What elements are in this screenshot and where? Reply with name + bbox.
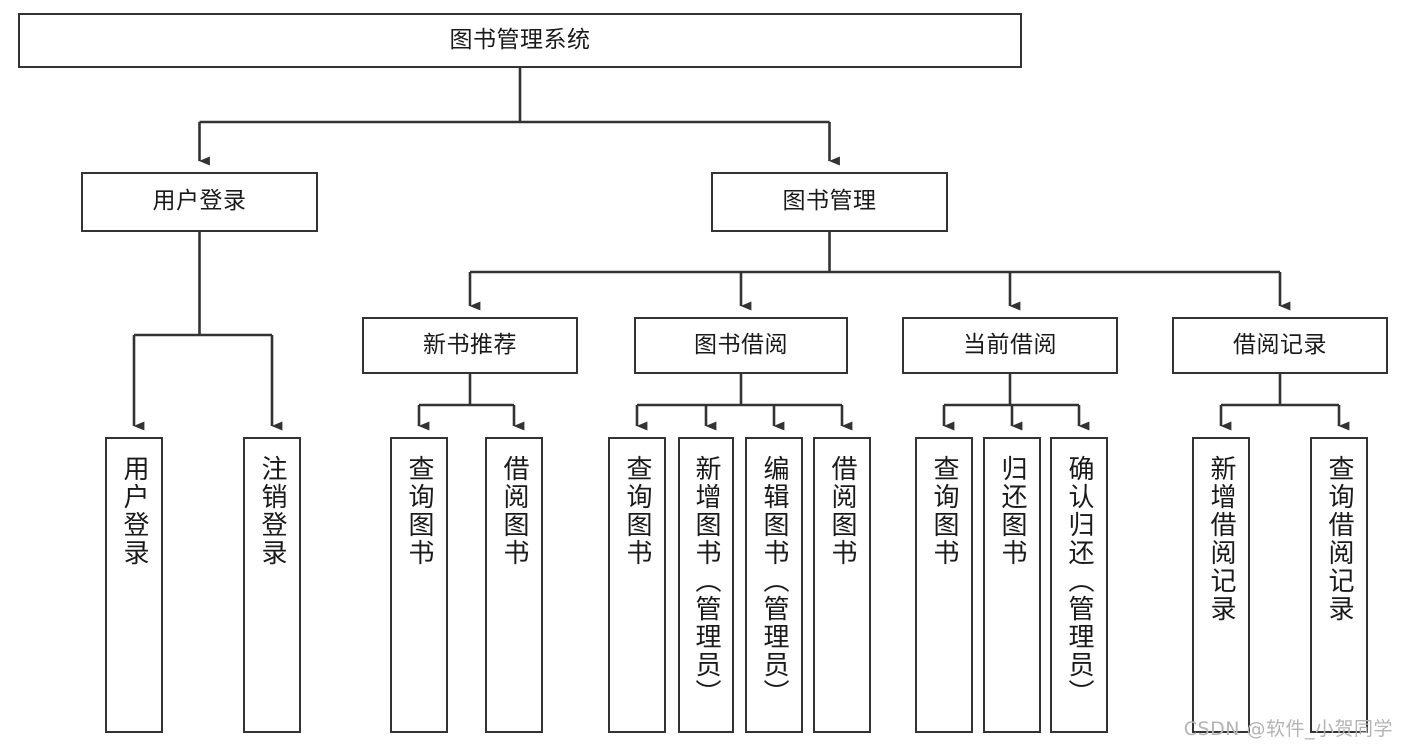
node-label-l-addrec: 新增借阅记录	[1206, 455, 1236, 623]
node-l-qrec[interactable]: 查询借阅记录	[1310, 437, 1368, 733]
node-label-l-logout: 注销登录	[257, 455, 287, 567]
node-l-edit[interactable]: 编辑图书（管理员）	[745, 437, 803, 733]
node-label-l-add: 新增图书（管理员）	[691, 455, 721, 707]
node-l-q1[interactable]: 查询图书	[390, 437, 448, 733]
node-l-b2[interactable]: 借阅图书	[813, 437, 871, 733]
node-label-borrow: 图书借阅	[694, 331, 788, 358]
node-label-l-q2: 查询图书	[622, 455, 652, 567]
node-records[interactable]: 借阅记录	[1172, 317, 1388, 374]
edge-group	[132, 68, 1350, 431]
node-label-newbook: 新书推荐	[423, 331, 517, 358]
node-label-l-return: 归还图书	[997, 455, 1027, 567]
node-l-userlogin[interactable]: 用户登录	[105, 437, 163, 733]
node-bookmgmt[interactable]: 图书管理	[711, 172, 948, 232]
node-l-b1[interactable]: 借阅图书	[485, 437, 543, 733]
node-l-logout[interactable]: 注销登录	[243, 437, 301, 733]
node-l-confirm[interactable]: 确认归还（管理员）	[1050, 437, 1108, 733]
node-current[interactable]: 当前借阅	[902, 317, 1118, 374]
node-label-l-edit: 编辑图书（管理员）	[759, 455, 789, 707]
node-root[interactable]: 图书管理系统	[18, 13, 1022, 68]
node-label-l-q3: 查询图书	[929, 455, 959, 567]
node-borrow[interactable]: 图书借阅	[634, 317, 848, 374]
node-l-q2[interactable]: 查询图书	[608, 437, 666, 733]
node-label-l-b2: 借阅图书	[827, 455, 857, 567]
node-login[interactable]: 用户登录	[81, 172, 318, 232]
node-label-l-q1: 查询图书	[404, 455, 434, 567]
node-label-l-qrec: 查询借阅记录	[1324, 455, 1354, 623]
node-label-login: 用户登录	[152, 188, 247, 215]
node-label-records: 借阅记录	[1233, 331, 1327, 358]
node-label-current: 当前借阅	[963, 331, 1057, 358]
node-label-l-userlogin: 用户登录	[119, 455, 149, 567]
node-label-l-confirm: 确认归还（管理员）	[1064, 455, 1094, 707]
node-l-addrec[interactable]: 新增借阅记录	[1192, 437, 1250, 733]
node-label-l-b1: 借阅图书	[499, 455, 529, 567]
node-newbook[interactable]: 新书推荐	[362, 317, 578, 374]
node-l-add[interactable]: 新增图书（管理员）	[678, 437, 734, 733]
node-l-return[interactable]: 归还图书	[983, 437, 1041, 733]
node-label-root: 图书管理系统	[449, 26, 591, 53]
node-l-q3[interactable]: 查询图书	[915, 437, 973, 733]
node-label-bookmgmt: 图书管理	[782, 188, 877, 215]
